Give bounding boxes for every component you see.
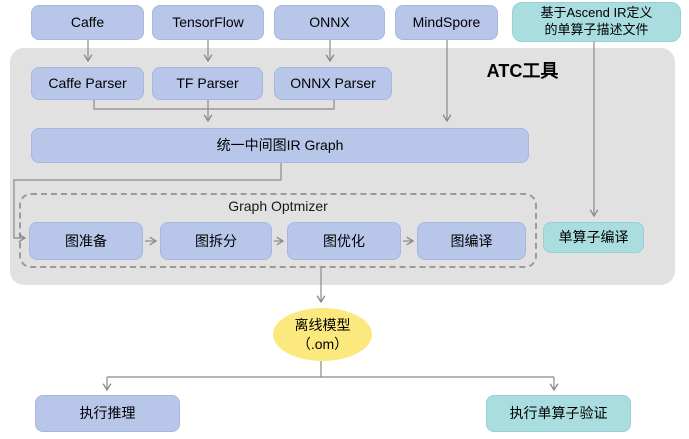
step-box-graph-prepare: 图准备 xyxy=(29,222,143,260)
parser-box-caffe: Caffe Parser xyxy=(31,67,144,100)
op-desc-file-box: 基于Ascend IR定义 的单算子描述文件 xyxy=(512,2,681,42)
inference-box: 执行推理 xyxy=(35,395,180,432)
atc-tool-title: ATC工具 xyxy=(486,61,559,81)
offline-model-ellipse: 离线模型 （.om） xyxy=(273,308,372,361)
step-box-graph-split: 图拆分 xyxy=(160,222,272,260)
step-box-graph-compile: 图编译 xyxy=(417,222,526,260)
framework-box-caffe: Caffe xyxy=(31,5,144,40)
graph-optimizer-title: Graph Optmizer xyxy=(228,198,328,214)
op-verify-box: 执行单算子验证 xyxy=(486,395,631,432)
connector-model-branch xyxy=(107,361,554,378)
parser-box-tf: TF Parser xyxy=(152,67,263,100)
parser-box-onnx: ONNX Parser xyxy=(274,67,392,100)
step-box-graph-optimize: 图优化 xyxy=(287,222,401,260)
framework-box-tensorflow: TensorFlow xyxy=(152,5,264,40)
framework-box-onnx: ONNX xyxy=(274,5,385,40)
ir-graph-box: 统一中间图IR Graph xyxy=(31,128,529,163)
op-compile-box: 单算子编译 xyxy=(543,222,644,253)
framework-box-mindspore: MindSpore xyxy=(395,5,498,40)
